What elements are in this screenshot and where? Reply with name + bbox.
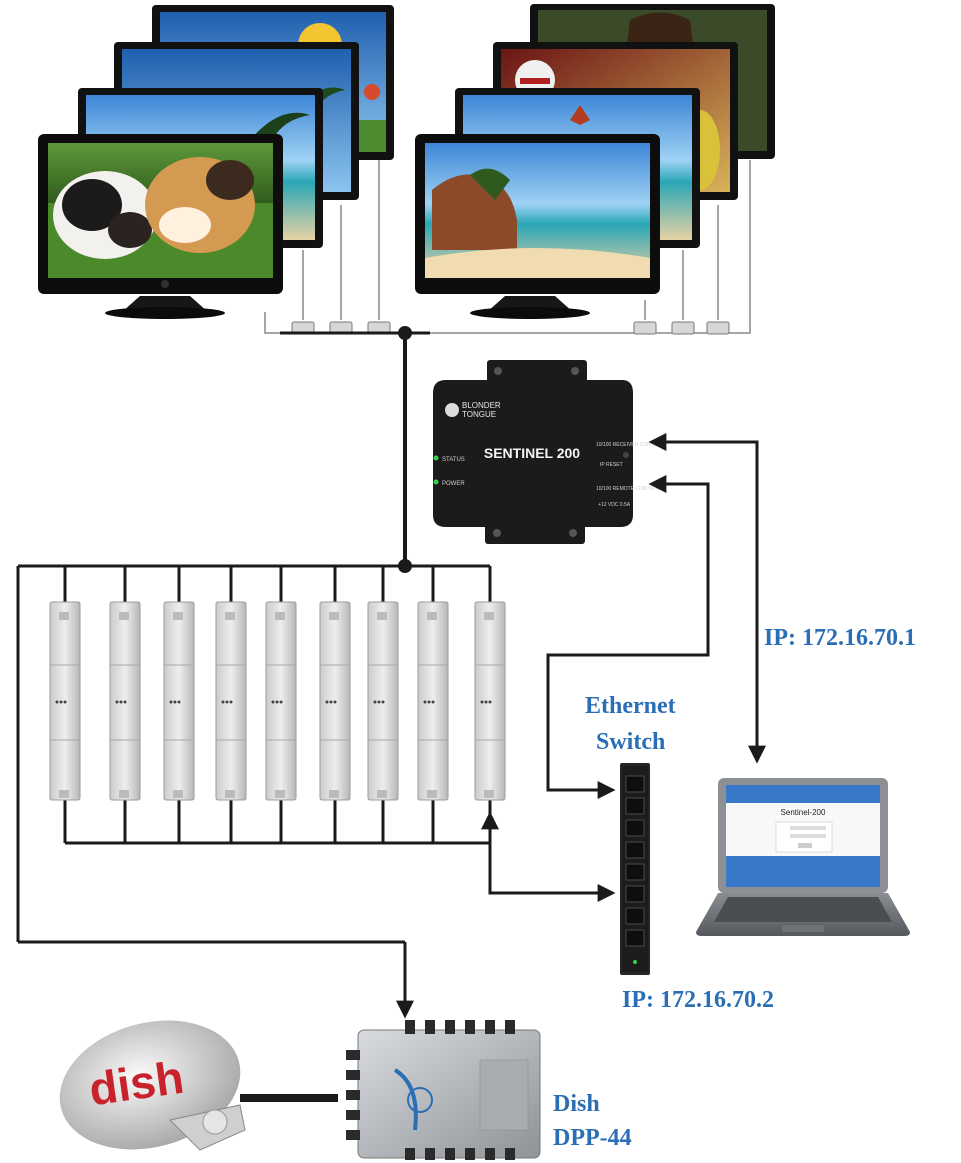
coax-port — [505, 1020, 515, 1034]
ethernet-port — [625, 775, 645, 793]
coax-port — [425, 1148, 435, 1160]
ethernet-port — [625, 819, 645, 837]
tv-stack-left — [38, 5, 394, 319]
power-led — [433, 479, 439, 485]
coax-port — [405, 1020, 415, 1034]
ethernet-port — [625, 907, 645, 925]
switch-ip-label: IP: 172.16.70.2 — [622, 987, 774, 1013]
ethernet-switch-label-line1: Ethernet — [585, 693, 676, 719]
laptop-screen-title: Sentinel-200 — [781, 808, 826, 817]
blonder-tongue-logo-icon — [445, 403, 459, 417]
coax-splitters — [291, 321, 730, 335]
receiver-module — [319, 601, 351, 801]
receiver-module — [109, 601, 141, 801]
coax-port — [485, 1020, 495, 1034]
remote-control-label: 10/100 REMOTE CONTROL — [596, 486, 660, 492]
coax-port — [505, 1148, 515, 1160]
status-led — [433, 455, 439, 461]
ethernet-switch-device — [620, 763, 650, 975]
trunk-line — [280, 331, 430, 566]
receiver-module — [265, 601, 297, 801]
ethernet-port — [625, 885, 645, 903]
tv-coax-bus — [264, 160, 751, 334]
ip-reset-label: IP RESET — [600, 462, 623, 468]
receiver-module — [474, 601, 506, 801]
sentinel-brand-line2: TONGUE — [462, 410, 496, 419]
coax-port — [346, 1050, 360, 1060]
coax-port — [346, 1110, 360, 1120]
ethernet-port — [625, 863, 645, 881]
coax-port — [465, 1020, 475, 1034]
coax-port — [346, 1090, 360, 1100]
tv-left-1-guinea-pigs — [38, 134, 283, 319]
coax-port — [445, 1020, 455, 1034]
ethernet-port — [625, 841, 645, 859]
sentinel-200-device: BLONDER TONGUE SENTINEL 200 STATUS POWER… — [433, 360, 664, 544]
network-links — [240, 433, 766, 1102]
receiver-module — [367, 601, 399, 801]
ip-reset-button — [623, 452, 629, 458]
receiver-module — [49, 601, 81, 801]
tv-stack-right — [415, 4, 775, 319]
receiver-module — [215, 601, 247, 801]
dish-label-line1: Dish — [553, 1091, 600, 1117]
receiver-bus — [16, 564, 492, 1019]
status-label: STATUS — [442, 457, 465, 463]
ethernet-switch-label-line2: Switch — [596, 729, 666, 755]
ethernet-port — [625, 797, 645, 815]
coax-port — [405, 1148, 415, 1160]
coax-port — [425, 1020, 435, 1034]
trunk-junction-bottom — [398, 559, 412, 573]
coax-port — [485, 1148, 495, 1160]
satellite-dish: dish — [59, 1020, 246, 1151]
laptop-ip-label: IP: 172.16.70.1 — [764, 625, 916, 651]
coax-port — [346, 1070, 360, 1080]
receiver-module — [417, 601, 449, 801]
laptop-device: Sentinel-200 — [696, 778, 910, 936]
sentinel-brand-line1: BLONDER — [462, 401, 501, 410]
dpp44-multiswitch-device — [346, 1020, 541, 1160]
ethernet-port — [625, 929, 645, 947]
sentinel-name: SENTINEL 200 — [484, 445, 580, 461]
dish-label-line2: DPP-44 — [553, 1125, 632, 1151]
power-input-label: +12 VDC 0.5A — [598, 502, 631, 508]
coax-port — [346, 1130, 360, 1140]
coax-port — [445, 1148, 455, 1160]
trunk-junction-top — [398, 326, 412, 340]
receiver-control-label: 10/100 RECEIVER CONTROL — [596, 442, 664, 448]
power-label: POWER — [442, 481, 465, 487]
receiver-array — [49, 601, 506, 801]
tv-right-1-island — [415, 134, 660, 319]
receiver-module — [163, 601, 195, 801]
coax-port — [465, 1148, 475, 1160]
